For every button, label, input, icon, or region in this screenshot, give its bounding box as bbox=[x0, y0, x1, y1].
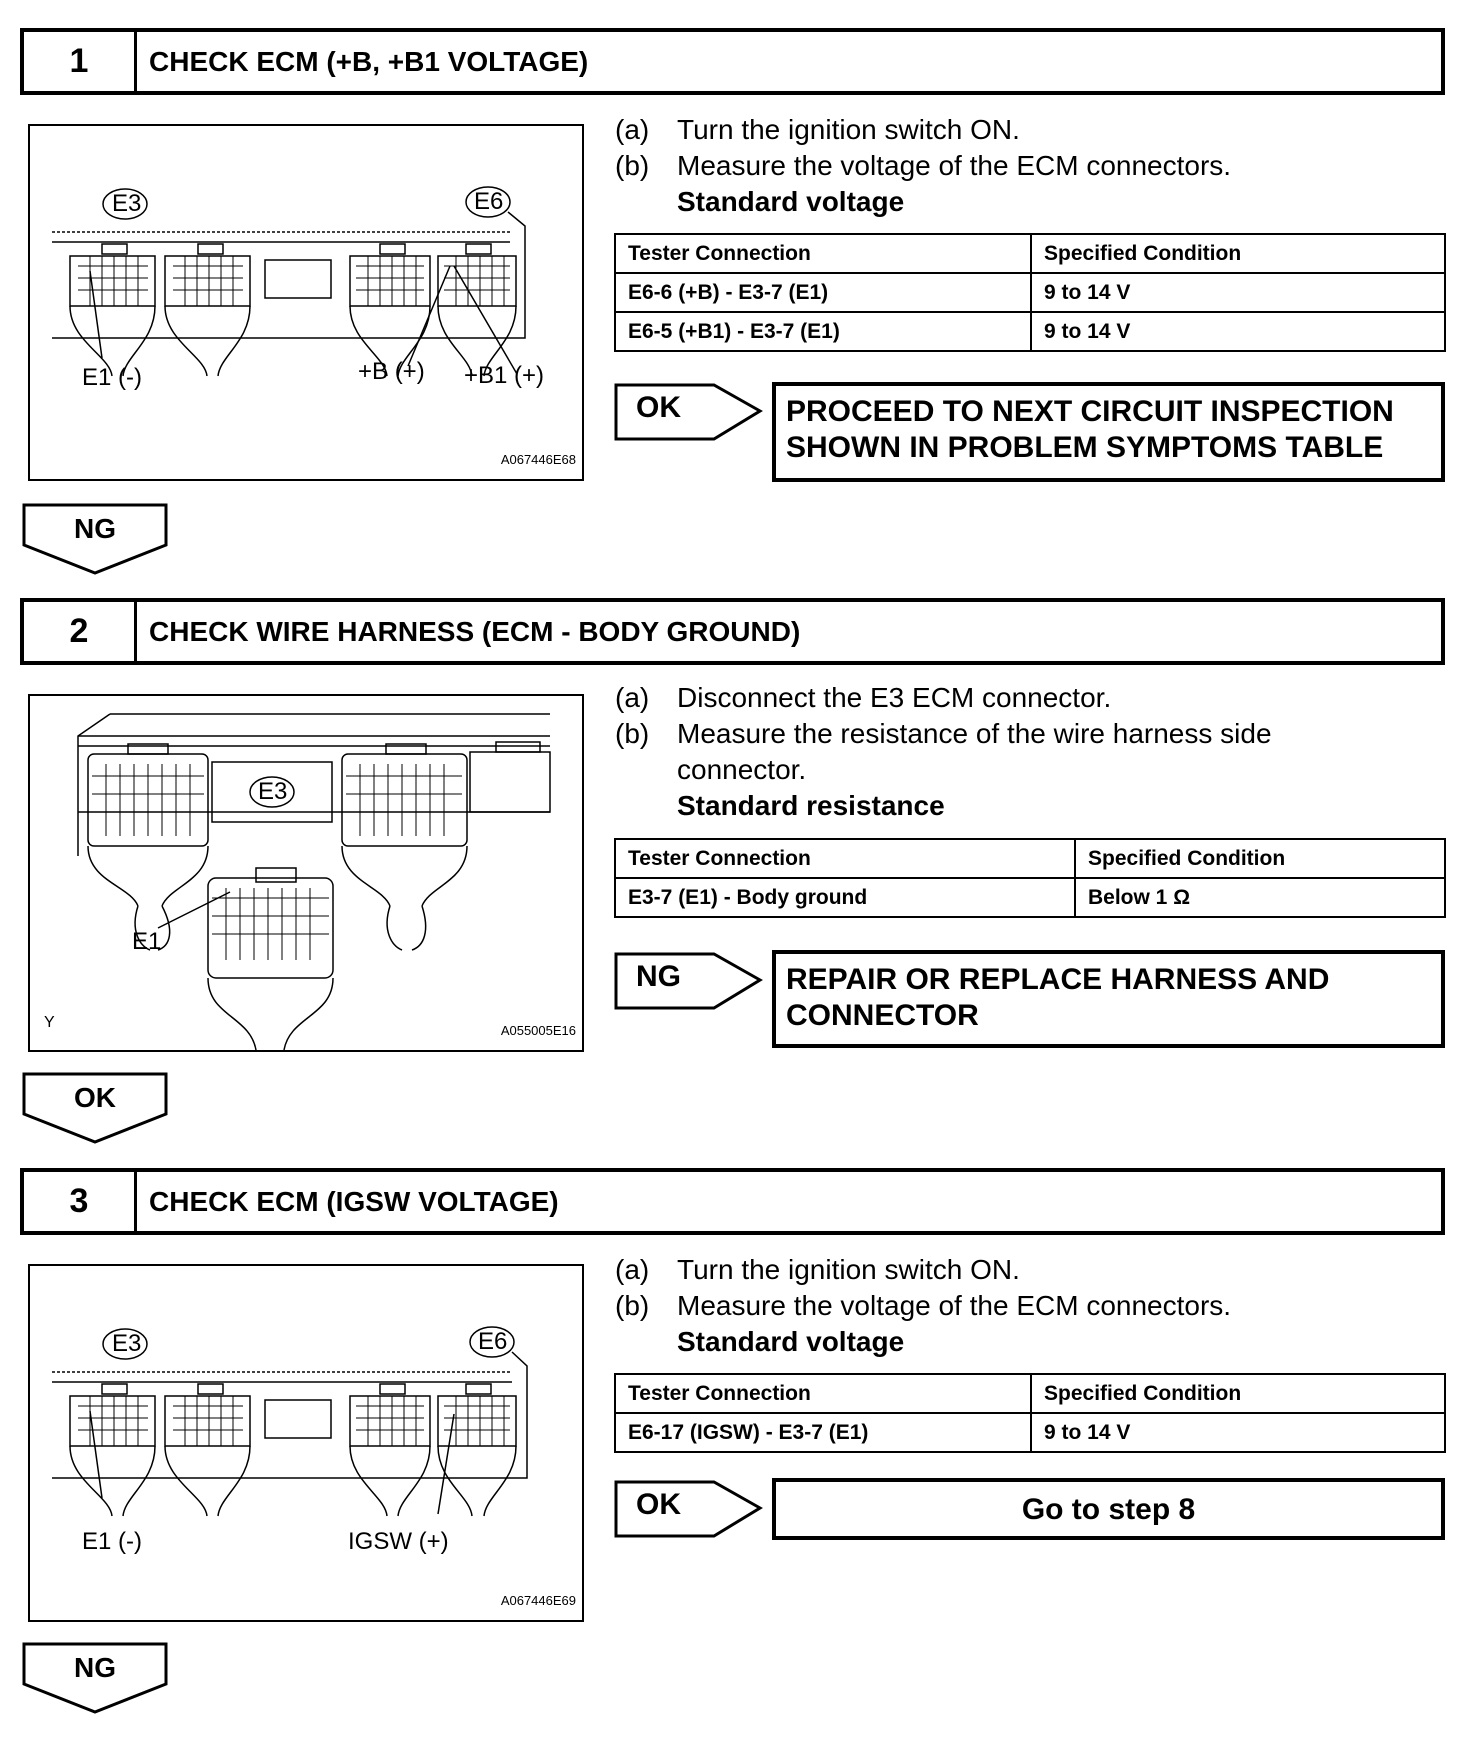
result-line-1: Go to step 8 bbox=[1021, 1493, 1196, 1526]
spec-table: Tester Connection Specified Condition E6… bbox=[614, 1373, 1446, 1453]
harness-figure: E3 E1 Y A055005E16 bbox=[28, 694, 584, 1052]
instr-key-b: (b) bbox=[615, 718, 650, 749]
label-e1: E1 (-) bbox=[82, 364, 142, 391]
figure-code: A067446E69 bbox=[500, 1593, 576, 1608]
table-row: E6-6 (+B) - E3-7 (E1) 9 to 14 V bbox=[614, 272, 1446, 313]
instr-key-b: (b) bbox=[615, 1290, 650, 1321]
step-title: CHECK ECM (+B, +B1 VOLTAGE) bbox=[149, 45, 589, 77]
down-arrow-label: NG bbox=[74, 513, 116, 544]
table-header-row: Tester Connection Specified Condition bbox=[614, 1373, 1446, 1414]
down-arrow-label: NG bbox=[74, 1652, 116, 1683]
instructions: (a) Turn the ignition switch ON. (b) Measu… bbox=[615, 1252, 1231, 1360]
ok-arrow: OK bbox=[614, 383, 764, 443]
cell-connection: E3-7 (E1) - Body ground bbox=[614, 877, 1076, 918]
ng-down-arrow: NG bbox=[22, 1642, 168, 1714]
result-line-1: REPAIR OR REPLACE HARNESS AND bbox=[786, 963, 1330, 996]
label-e6: E6 bbox=[478, 1328, 508, 1355]
arrow-label: NG bbox=[636, 960, 681, 993]
label-e3: E3 bbox=[258, 778, 288, 805]
cell-connection: E6-6 (+B) - E3-7 (E1) bbox=[614, 272, 1032, 313]
cell-condition: 9 to 14 V bbox=[1030, 311, 1446, 352]
header-specified-condition: Specified Condition bbox=[1030, 233, 1446, 274]
table-row: E3-7 (E1) - Body ground Below 1 Ω bbox=[614, 877, 1446, 918]
ng-arrow: NG bbox=[614, 952, 764, 1012]
instructions: (a) Turn the ignition switch ON. (b) Measu… bbox=[615, 112, 1231, 220]
arrow-label: OK bbox=[636, 1488, 681, 1521]
header-tester-connection: Tester Connection bbox=[614, 838, 1076, 879]
label-b1: +B1 (+) bbox=[464, 362, 545, 389]
header-tester-connection: Tester Connection bbox=[614, 233, 1032, 274]
instr-key-b: (b) bbox=[615, 150, 650, 181]
instr-key-a: (a) bbox=[615, 114, 650, 145]
step-title: CHECK WIRE HARNESS (ECM - BODY GROUND) bbox=[149, 615, 801, 647]
cell-condition: Below 1 Ω bbox=[1074, 877, 1446, 918]
cell-condition: 9 to 14 V bbox=[1030, 272, 1446, 313]
instr-key-a: (a) bbox=[615, 1254, 650, 1285]
cell-condition: 9 to 14 V bbox=[1030, 1412, 1446, 1453]
standard-label: Standard voltage bbox=[677, 186, 905, 217]
instr-a: Disconnect the E3 ECM connector. bbox=[677, 682, 1112, 713]
ok-down-arrow: OK bbox=[22, 1072, 168, 1144]
instructions: (a) Disconnect the E3 ECM connector. (b) M… bbox=[615, 680, 1272, 824]
step-number: 3 bbox=[24, 1172, 137, 1231]
step-header: 1 CHECK ECM (+B, +B1 VOLTAGE) bbox=[20, 28, 1445, 95]
figure-code: A055005E16 bbox=[500, 1023, 576, 1038]
result-box: PROCEED TO NEXT CIRCUIT INSPECTION SHOWN… bbox=[772, 382, 1445, 482]
ok-arrow: OK bbox=[614, 1480, 764, 1540]
result-box: Go to step 8 bbox=[772, 1478, 1445, 1540]
spec-table: Tester Connection Specified Condition E6… bbox=[614, 233, 1446, 352]
label-y: Y bbox=[44, 1014, 55, 1031]
spec-table: Tester Connection Specified Condition E3… bbox=[614, 838, 1446, 918]
table-row: E6-5 (+B1) - E3-7 (E1) 9 to 14 V bbox=[614, 311, 1446, 352]
standard-label: Standard voltage bbox=[677, 1326, 905, 1357]
connector-figure: E3 E6 E1 (-) +B (+) +B1 (+) A067446E68 bbox=[28, 124, 584, 481]
step-header: 2 CHECK WIRE HARNESS (ECM - BODY GROUND) bbox=[20, 598, 1445, 665]
label-b: +B (+) bbox=[358, 358, 425, 385]
table-header-row: Tester Connection Specified Condition bbox=[614, 838, 1446, 879]
header-specified-condition: Specified Condition bbox=[1030, 1373, 1446, 1414]
instr-b: Measure the voltage of the ECM connector… bbox=[677, 1290, 1232, 1321]
standard-label: Standard resistance bbox=[677, 790, 945, 821]
arrow-label: OK bbox=[636, 391, 681, 424]
label-e3: E3 bbox=[112, 1330, 142, 1357]
instr-b-continued: connector. bbox=[677, 754, 807, 785]
result-box: REPAIR OR REPLACE HARNESS AND CONNECTOR bbox=[772, 950, 1445, 1048]
table-row: E6-17 (IGSW) - E3-7 (E1) 9 to 14 V bbox=[614, 1412, 1446, 1453]
down-arrow-label: OK bbox=[74, 1082, 116, 1113]
ecm-connector-drawing bbox=[52, 186, 526, 377]
ecm-connector-drawing bbox=[52, 1326, 528, 1517]
table-header-row: Tester Connection Specified Condition bbox=[614, 233, 1446, 274]
result-line-2: SHOWN IN PROBLEM SYMPTOMS TABLE bbox=[786, 431, 1384, 464]
connector-figure: E3 E6 E1 (-) IGSW (+) A067446E69 bbox=[28, 1264, 584, 1622]
header-tester-connection: Tester Connection bbox=[614, 1373, 1032, 1414]
label-e1: E1 bbox=[132, 928, 162, 955]
step-number: 2 bbox=[24, 602, 137, 661]
ng-down-arrow: NG bbox=[22, 503, 168, 575]
header-specified-condition: Specified Condition bbox=[1074, 838, 1446, 879]
label-e3: E3 bbox=[112, 190, 142, 217]
label-e6: E6 bbox=[474, 188, 504, 215]
instr-key-a: (a) bbox=[615, 682, 650, 713]
label-e1: E1 (-) bbox=[82, 1528, 142, 1555]
cell-connection: E6-5 (+B1) - E3-7 (E1) bbox=[614, 311, 1032, 352]
figure-code: A067446E68 bbox=[500, 452, 576, 467]
step-header: 3 CHECK ECM (IGSW VOLTAGE) bbox=[20, 1168, 1445, 1235]
step-number: 1 bbox=[24, 32, 137, 91]
instr-b: Measure the voltage of the ECM connector… bbox=[677, 150, 1232, 181]
harness-connector-drawing bbox=[77, 713, 551, 1050]
instr-a: Turn the ignition switch ON. bbox=[677, 1254, 1020, 1285]
cell-connection: E6-17 (IGSW) - E3-7 (E1) bbox=[614, 1412, 1032, 1453]
result-line-1: PROCEED TO NEXT CIRCUIT INSPECTION bbox=[786, 395, 1394, 428]
instr-b: Measure the resistance of the wire harne… bbox=[677, 718, 1272, 749]
step-title: CHECK ECM (IGSW VOLTAGE) bbox=[149, 1185, 559, 1217]
label-igsw: IGSW (+) bbox=[348, 1528, 449, 1555]
instr-a: Turn the ignition switch ON. bbox=[677, 114, 1020, 145]
result-line-2: CONNECTOR bbox=[786, 999, 979, 1032]
